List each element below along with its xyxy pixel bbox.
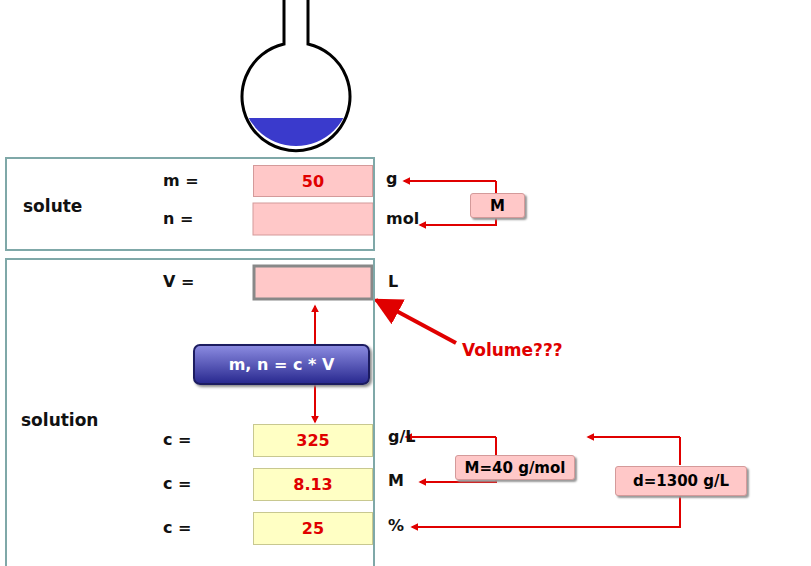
density-tag: d=1300 g/L: [615, 466, 747, 496]
flask: [0, 0, 811, 158]
value-box: 8.13: [253, 468, 373, 501]
field-label: g/L: [388, 427, 416, 446]
field-label: g: [386, 169, 397, 188]
field-label: c =: [163, 474, 191, 493]
formula-box: m, n = c * V: [193, 344, 370, 385]
field-label: n =: [163, 209, 193, 228]
flask-outline: [242, 0, 350, 151]
molar-mass-tag: M: [470, 193, 525, 218]
box-text: 50: [302, 172, 324, 191]
bracket-arrow: [404, 180, 496, 182]
double-arrow-upper: [314, 306, 316, 344]
bracket-line: [679, 437, 681, 465]
box-text: 8.13: [293, 475, 332, 494]
field-label: mol: [386, 209, 419, 228]
field-label: V =: [163, 272, 194, 291]
bracket-arrow: [406, 436, 496, 438]
value-box: 50: [253, 165, 373, 197]
bracket-arrow: [420, 480, 496, 482]
box-text: M=40 g/mol: [465, 459, 566, 477]
field-label: c =: [163, 430, 191, 449]
panel-heading: solution: [21, 410, 98, 430]
box-text: 25: [302, 519, 324, 538]
box-text: m, n = c * V: [229, 355, 335, 374]
box-text: 325: [296, 431, 329, 450]
panel-heading: solute: [23, 196, 82, 216]
bracket-arrow: [412, 496, 680, 527]
liquid: [0, 118, 811, 158]
volume-input-box: [254, 266, 372, 299]
field-label: m =: [163, 171, 199, 190]
value-box: 25: [253, 512, 373, 545]
molar-mass-tag: M=40 g/mol: [455, 455, 575, 480]
field-label: L: [388, 272, 398, 291]
bracket-arrow: [420, 218, 496, 225]
field-label: %: [388, 516, 404, 535]
box-text: M: [490, 197, 505, 215]
box-text: d=1300 g/L: [633, 472, 729, 490]
field-label: c =: [163, 518, 191, 537]
pointer-arrow: [376, 300, 456, 343]
callout-text: Volume???: [462, 340, 563, 360]
double-arrow-lower: [314, 385, 316, 422]
bracket-arrow: [588, 436, 680, 438]
bracket-line: [495, 437, 497, 455]
value-box: 325: [253, 424, 373, 457]
field-label: M: [388, 471, 404, 490]
empty-input-box: [253, 203, 373, 235]
